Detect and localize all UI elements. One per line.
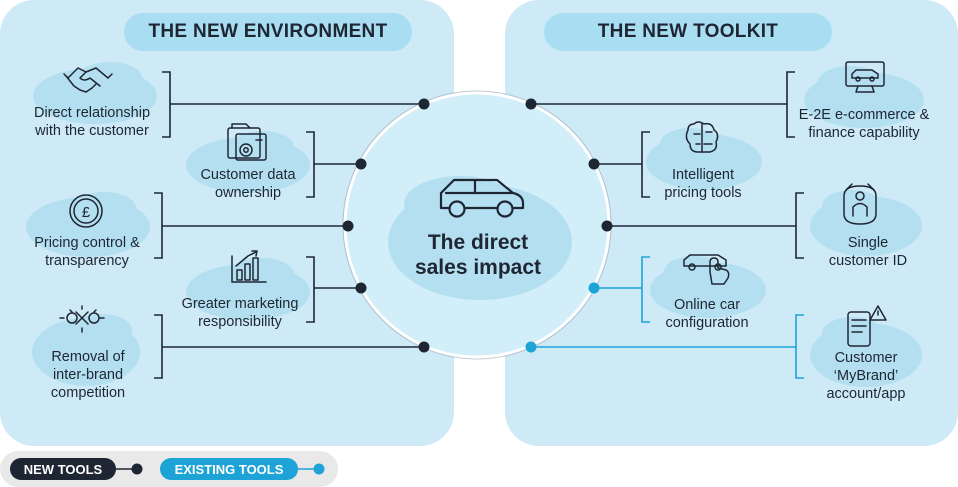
brain-icon [685,121,719,153]
toolkit-header: THE NEW TOOLKIT [544,13,832,51]
dot-marketing [355,282,367,294]
dot-customer-id [601,220,613,232]
bracket-customer-id [795,192,804,259]
existing-tool-connectors [531,256,804,379]
environment-header: THE NEW ENVIRONMENT [124,13,412,51]
handshake-icon [63,67,113,93]
pound-coin-icon: £ [69,194,103,228]
phone-alert-icon [847,305,887,347]
clash-icon [59,305,105,333]
dot-mybrand [525,341,537,353]
legend-new-tools: NEW TOOLS [10,458,116,480]
person-scan-icon [843,183,877,225]
new-tool-connectors [531,71,804,259]
dot-direct-relationship [418,98,430,110]
label-mybrand: Customer‘MyBrand’account/app [826,350,906,402]
car-icon [439,178,525,218]
bar-chart-icon [231,250,267,283]
legend-existing-tools: EXISTING TOOLS [160,458,298,480]
label-clouds [26,62,924,387]
label-ecommerce: E-2E e-commerce &finance capability [798,107,930,141]
environment-connectors [154,71,424,379]
legend-existing-dot [313,463,325,475]
bracket-mybrand [795,314,804,379]
dot-car-config [588,282,600,294]
car-touch-icon [683,254,730,285]
connection-dots [342,98,613,353]
svg-text:£: £ [82,204,91,221]
legend-markers [116,463,325,475]
dot-inter-brand [418,341,430,353]
bracket-car-config [641,256,650,323]
legend: NEW TOOLS EXISTING TOOLS [0,451,338,487]
dot-customer-data [355,158,367,170]
bracket-marketing [306,256,315,323]
bracket-inter-brand [154,314,163,379]
legend-new-dot [131,463,143,475]
label-pricing-control: Pricing control &transparency [34,235,140,269]
dot-ecommerce [525,98,537,110]
dot-pricing-control [342,220,354,232]
monitor-car-icon [845,61,885,93]
data-folder-icon [227,123,267,161]
dot-pricing-tools [588,158,600,170]
